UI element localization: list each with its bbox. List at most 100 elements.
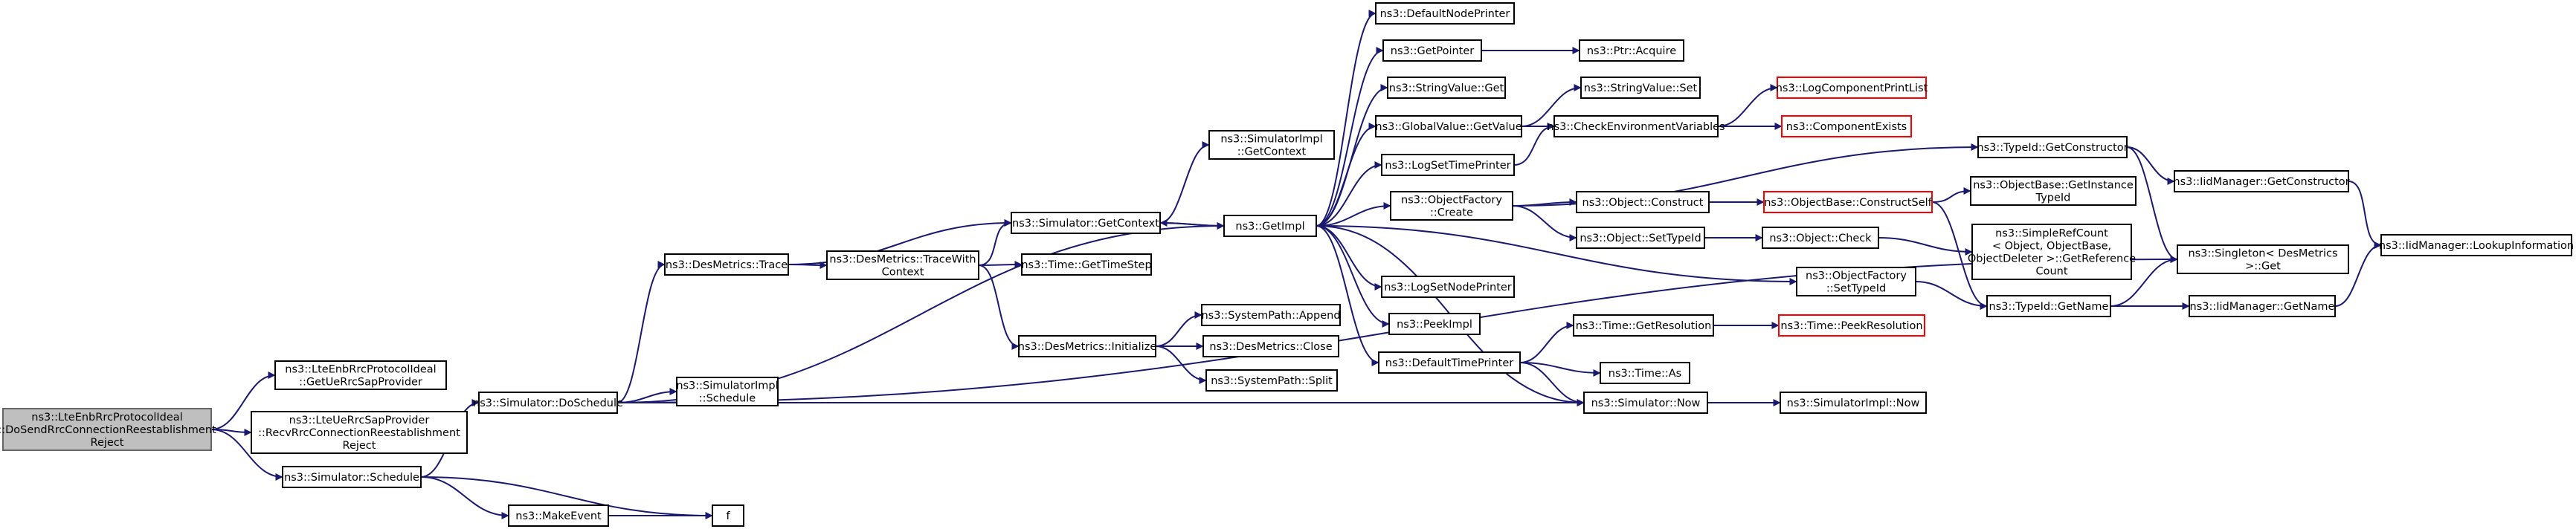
node-box [1018, 335, 1156, 357]
node-box [664, 253, 789, 276]
node-peekimpl[interactable]: ns3::PeekImpl [1388, 313, 1481, 335]
edge-getcontext-to-simimplctx [1159, 141, 1210, 224]
node-recvrrc[interactable]: ns3::LteUeRrcSapProvider::RecvRrcConnect… [251, 411, 468, 454]
node-logsetnode[interactable]: ns3::LogSetNodePrinter [1381, 276, 1515, 298]
node-box [1971, 224, 2132, 280]
node-getcontext[interactable]: ns3::Simulator::GetContext [1011, 212, 1161, 234]
node-label-line: ns3::LogSetNodePrinter [1384, 282, 1512, 293]
node-f[interactable]: f [712, 504, 744, 527]
node-schedule[interactable]: ns3::Simulator::Schedule [282, 466, 422, 488]
node-label-line: Context [882, 266, 924, 278]
node-objfactcreate[interactable]: ns3::ObjectFactory::Create [1390, 191, 1513, 221]
node-objsettypeid[interactable]: ns3::Object::SetTypeId [1576, 227, 1705, 249]
node-globalvalue[interactable]: ns3::GlobalValue::GetValue [1375, 115, 1522, 137]
node-iidgetcons[interactable]: ns3::IidManager::GetConstructor [2173, 170, 2350, 192]
node-objfactsettypeid[interactable]: ns3::ObjectFactory::SetTypeId [1796, 267, 1916, 296]
node-timepeekres[interactable]: ns3::Time::PeekResolution [1778, 314, 1925, 337]
node-label-line: ns3::ComponentExists [1786, 121, 1907, 133]
node-label-line: ns3::Simulator::DoSchedule [473, 397, 623, 409]
node-box [251, 411, 468, 454]
node-gettimestep[interactable]: ns3::Time::GetTimeStep [1021, 253, 1152, 276]
node-objbaseconstruct[interactable]: ns3::ObjectBase::ConstructSelf [1763, 191, 1933, 213]
node-box [1796, 267, 1916, 296]
node-box [676, 377, 779, 406]
node-label-line: ns3::TypeId::GetConstructor [1977, 142, 2128, 154]
edge-checkenv-to-logcompprint [1717, 84, 1778, 127]
node-simnow[interactable]: ns3::Simulator::Now [1583, 392, 1708, 414]
node-getue[interactable]: ns3::LteEnbRrcProtocolIdeal::GetUeRrcSap… [274, 360, 447, 390]
node-box [1381, 154, 1515, 176]
node-box [2177, 244, 2349, 274]
node-typeidgetname[interactable]: ns3::TypeId::GetName [1986, 295, 2111, 317]
node-label-line: TypeId [2035, 192, 2071, 204]
node-trace[interactable]: ns3::DesMetrics::Trace [664, 253, 789, 276]
node-simimplnow[interactable]: ns3::SimulatorImpl::Now [1780, 392, 1927, 414]
node-box [1781, 115, 1912, 137]
node-box [1977, 136, 2128, 158]
node-makeevent[interactable]: ns3::MakeEvent [508, 504, 609, 527]
node-strvalget[interactable]: ns3::StringValue::Get [1387, 77, 1506, 99]
node-initialize[interactable]: ns3::DesMetrics::Initialize [1018, 335, 1157, 357]
node-objcheck[interactable]: ns3::Object::Check [1762, 227, 1879, 249]
node-label-line: ns3::Simulator::Now [1591, 397, 1701, 409]
edge-doschedule-to-trace [616, 261, 666, 403]
node-objconstruct[interactable]: ns3::Object::Construct [1576, 191, 1710, 213]
node-typeidgetcons[interactable]: ns3::TypeId::GetConstructor [1977, 136, 2128, 158]
node-strvalset[interactable]: ns3::StringValue::Set [1580, 77, 1701, 99]
node-ptracquire[interactable]: ns3::Ptr::Acquire [1579, 39, 1684, 62]
node-timegetres[interactable]: ns3::Time::GetResolution [1573, 314, 1714, 337]
node-label-line: ns3::DefaultNodePrinter [1380, 8, 1510, 20]
node-singleton[interactable]: ns3::Singleton< DesMetrics >::Get [2177, 244, 2349, 274]
node-simimplsched[interactable]: ns3::SimulatorImpl::Schedule [676, 377, 779, 406]
node-append[interactable]: ns3::SystemPath::Append [1201, 304, 1341, 326]
node-label-line: ns3::Object::Construct [1582, 197, 1704, 209]
node-label-line: ns3::Object::SetTypeId [1580, 233, 1701, 244]
node-label-line: ObjectDeleter >::GetReference [1968, 253, 2136, 264]
node-getimpl[interactable]: ns3::GetImpl [1223, 215, 1317, 237]
node-label-line: ns3::Simulator::Schedule [284, 472, 419, 484]
node-simimplctx[interactable]: ns3::SimulatorImpl::GetContext [1208, 130, 1335, 160]
node-doschedule[interactable]: ns3::Simulator::DoSchedule [473, 392, 623, 414]
node-label-line: ns3::IidManager::LookupInformation [2379, 240, 2574, 252]
node-deftimeprinter[interactable]: ns3::DefaultTimePrinter [1378, 351, 1521, 374]
node-close[interactable]: ns3::DesMetrics::Close [1202, 335, 1339, 357]
edge-iidgetname-to-iidlookup [2334, 241, 2382, 307]
node-timeas[interactable]: ns3::Time::As [1600, 362, 1690, 384]
node-label-line: ns3::ObjectFactory [1401, 194, 1502, 206]
node-simplerefcount[interactable]: ns3::SimpleRefCount< Object, ObjectBase,… [1968, 224, 2136, 280]
node-logcompprint[interactable]: ns3::LogComponentPrintList [1776, 77, 1928, 99]
node-root[interactable]: ns3::LteEnbRrcProtocolIdeal::DoSendRrcCo… [0, 408, 216, 451]
node-box [1970, 176, 2137, 206]
edge-root-to-schedule [210, 429, 283, 481]
node-getpointer[interactable]: ns3::GetPointer [1382, 39, 1482, 62]
node-compexists[interactable]: ns3::ComponentExists [1781, 115, 1912, 137]
node-label-line: ns3::DesMetrics::TraceWith [829, 253, 976, 265]
node-split[interactable]: ns3::SystemPath::Split [1205, 369, 1338, 392]
node-box [1580, 77, 1701, 99]
edge-schedule-to-makeevent [420, 476, 509, 519]
node-label-line: ns3::Object::Check [1769, 233, 1872, 244]
node-label-line: ns3::SimulatorImpl::Now [1787, 397, 1920, 409]
node-checkenv[interactable]: ns3::CheckEnvironmentVariables [1547, 115, 1725, 137]
edge-objbaseconstruct-to-typeidgetname [1931, 201, 1988, 310]
node-label-line: ns3::LteEnbRrcProtocolIdeal [285, 363, 436, 375]
node-iidlookup[interactable]: ns3::IidManager::LookupInformation [2379, 234, 2574, 256]
node-box [1762, 227, 1879, 249]
node-iidgetname[interactable]: ns3::IidManager::GetName [2189, 295, 2336, 317]
node-logsettime[interactable]: ns3::LogSetTimePrinter [1381, 154, 1515, 176]
node-label-line: >::Get [2245, 260, 2281, 272]
node-box [1375, 115, 1522, 137]
call-edges [210, 10, 2382, 519]
edge-tracewith-to-gettimestep [978, 261, 1023, 269]
node-defnodeprinter[interactable]: ns3::DefaultNodePrinter [1375, 2, 1515, 25]
edge-typeidgetcons-to-singleton [2126, 146, 2178, 263]
node-box [1223, 215, 1317, 237]
node-box [2, 408, 212, 451]
node-label-line: ns3::Singleton< DesMetrics [2188, 247, 2337, 259]
node-label-line: f [726, 510, 730, 522]
node-box [1778, 314, 1925, 337]
node-label-line: ns3::StringValue::Set [1584, 82, 1698, 94]
